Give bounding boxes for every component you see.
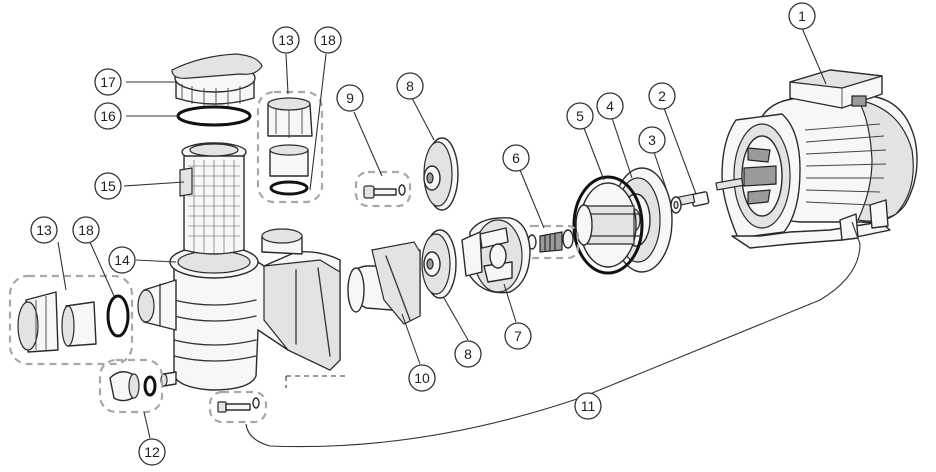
callout-2-label: 2: [658, 88, 666, 104]
drain-plug-12: [98, 358, 164, 414]
callout-12: 12: [138, 438, 166, 466]
union-fitting-13-left: [8, 274, 134, 366]
callout-5-label: 5: [576, 108, 584, 124]
callout-17: 17: [94, 68, 122, 96]
callout-12-label: 12: [144, 444, 160, 460]
front-cover-10: [347, 241, 421, 325]
callout-16-label: 16: [100, 108, 116, 124]
callout-15: 15: [94, 172, 122, 200]
callout-11-label: 11: [581, 398, 596, 414]
callout-1-label: 1: [798, 8, 806, 24]
callout-2: 2: [648, 82, 676, 110]
callout-4-label: 4: [606, 98, 614, 114]
callout-3-label: 3: [648, 132, 656, 148]
pump-body-14: [137, 228, 341, 391]
callout-4: 4: [596, 92, 624, 120]
impeller-8-upper: [423, 137, 459, 211]
callout-7: 7: [504, 322, 532, 350]
callout-8-upper-label: 8: [406, 78, 414, 94]
callout-18-upper-label: 18: [320, 32, 336, 48]
leader-lines: [57, 27, 827, 439]
callout-13-left-label: 13: [36, 222, 52, 238]
callout-6-label: 6: [512, 150, 520, 166]
callout-10-label: 10: [414, 370, 430, 386]
callout-16: 16: [94, 102, 122, 130]
callout-8-upper: 8: [396, 72, 424, 100]
callout-8-lower-label: 8: [464, 346, 472, 362]
union-fitting-13-upper: [256, 90, 324, 204]
callout-15-label: 15: [100, 178, 116, 194]
diffuser-7: [461, 217, 531, 294]
callout-5: 5: [566, 102, 594, 130]
lid-o-ring-16: [176, 105, 252, 127]
callout-8-lower: 8: [454, 340, 482, 368]
callout-1: 1: [788, 2, 816, 30]
callout-14-label: 14: [114, 252, 130, 268]
callout-18-left: 18: [72, 216, 100, 244]
motor: [715, 69, 918, 249]
callout-18-upper: 18: [314, 26, 342, 54]
impeller-8-lower: [421, 229, 457, 299]
callout-10: 10: [408, 364, 436, 392]
callout-18-left-label: 18: [78, 222, 94, 238]
callout-13-upper-label: 13: [278, 32, 294, 48]
strainer-basket-15: [179, 142, 247, 255]
washer-3: [670, 196, 682, 214]
callout-6: 6: [502, 144, 530, 172]
diffuser-support-5: [572, 175, 644, 275]
callout-9-label: 9: [346, 90, 354, 106]
callout-3: 3: [638, 126, 666, 154]
bolt-set-11-lower: [208, 390, 268, 424]
callout-11: 11: [574, 392, 602, 420]
lid-17: [171, 53, 263, 106]
callout-13-upper: 13: [272, 26, 300, 54]
callout-14: 14: [108, 246, 136, 274]
bolt-set-9: [354, 170, 412, 208]
callout-17-label: 17: [100, 74, 116, 90]
callout-7-label: 7: [514, 328, 522, 344]
callout-9: 9: [336, 84, 364, 112]
callout-13-left: 13: [30, 216, 58, 244]
